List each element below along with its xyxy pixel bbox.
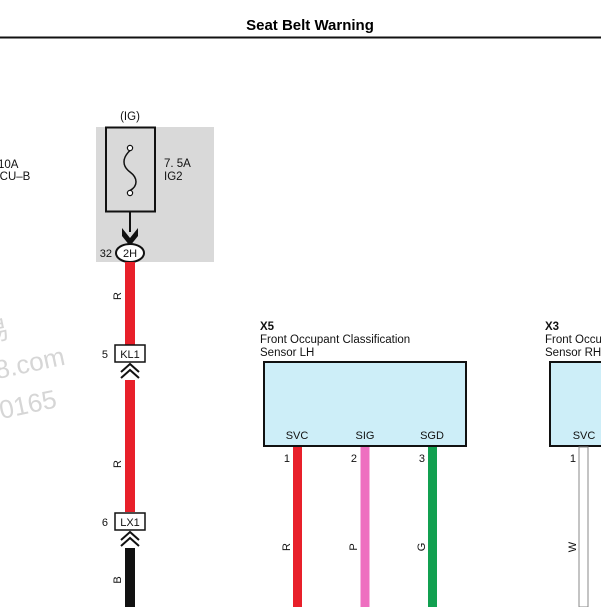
wire-b-lower-label: B xyxy=(112,576,124,583)
wire-r-middle xyxy=(125,380,135,512)
watermark: 易 8.com 0165 xyxy=(0,314,67,425)
connector-kl1-chevron-icon xyxy=(120,362,140,379)
x3-terminal-svc: SVC xyxy=(573,430,596,442)
x5-wire-svc xyxy=(293,447,302,607)
watermark-line3: 0165 xyxy=(0,384,59,425)
x5-wire-p-label: P xyxy=(348,543,360,550)
x5-wire-g-label: G xyxy=(416,543,428,552)
wire-b-lower xyxy=(125,548,135,607)
watermark-line2: 8.com xyxy=(0,341,67,385)
x3-name-line1: Front Occupant Classification xyxy=(545,334,601,346)
x3-wire-svc xyxy=(578,446,589,607)
connector-lx1 xyxy=(114,512,146,531)
junction-arrow-icon xyxy=(122,228,138,246)
ig-supply-label: (IG) xyxy=(120,111,140,123)
connector-kl1-label: KL1 xyxy=(120,349,140,361)
x3-id: X3 xyxy=(545,321,559,333)
x5-wire-r-label: R xyxy=(281,543,293,551)
connector-lx1-pin: 6 xyxy=(102,517,108,529)
wire-r-upper xyxy=(125,262,135,346)
x5-pin-1: 1 xyxy=(284,453,290,465)
left-fuse-name: ECU–B xyxy=(0,171,31,183)
x3-name-line2: Sensor RH xyxy=(545,347,601,359)
x5-pin-3: 3 xyxy=(419,453,425,465)
x5-terminal-sgd: SGD xyxy=(420,430,444,442)
x5-terminal-svc: SVC xyxy=(286,430,309,442)
connector-lx1-label: LX1 xyxy=(120,517,140,529)
ig-fuse-name: IG2 xyxy=(164,171,183,183)
wire-r-middle-label: R xyxy=(112,460,124,468)
x5-terminal-sig: SIG xyxy=(356,430,375,442)
connector-kl1-pin: 5 xyxy=(102,349,108,361)
x3-sensor-box xyxy=(549,361,601,447)
wire-r-upper-label: R xyxy=(112,292,124,300)
junction-label: 2H xyxy=(123,248,137,260)
diagram-title: Seat Belt Warning xyxy=(246,17,374,34)
fuse-symbol-icon xyxy=(123,144,137,197)
connector-lx1-chevron-icon xyxy=(120,530,140,547)
junction-pin: 32 xyxy=(100,248,112,260)
fuse-ig2 xyxy=(105,126,156,213)
x5-sensor-box xyxy=(263,361,467,447)
x5-pin-2: 2 xyxy=(351,453,357,465)
x5-name-line2: Sensor LH xyxy=(260,347,314,359)
x3-wire-w-label: W xyxy=(567,541,579,552)
x5-wire-sig xyxy=(360,447,370,607)
x5-wire-sgd xyxy=(428,447,437,607)
x3-pin-1: 1 xyxy=(570,453,576,465)
x5-name-line1: Front Occupant Classification xyxy=(260,334,410,346)
x5-id: X5 xyxy=(260,321,275,333)
connector-kl1 xyxy=(114,344,146,363)
watermark-line1: 易 xyxy=(0,314,12,349)
ig-fuse-rating: 7. 5A xyxy=(164,158,191,170)
left-fuse-rating: 10A xyxy=(0,159,19,171)
